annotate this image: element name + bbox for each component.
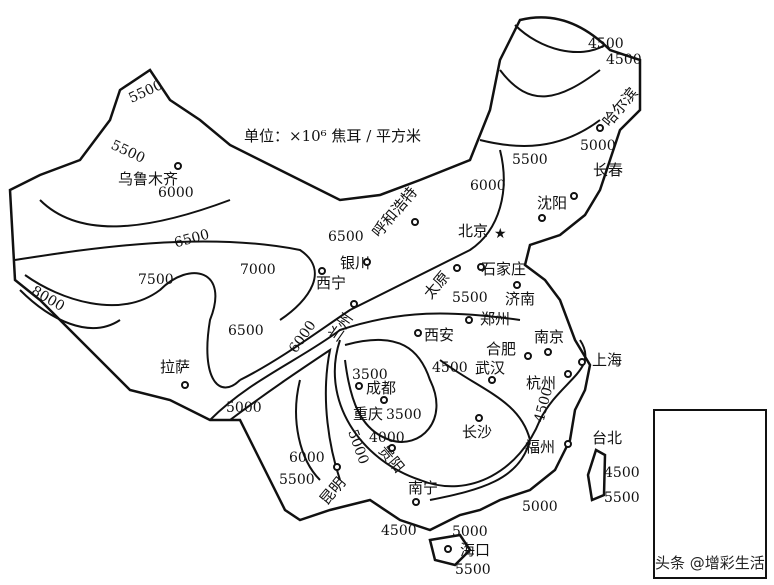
isoline-label: 5000 bbox=[226, 400, 262, 416]
isoline-label: 6500 bbox=[328, 229, 364, 245]
city-hefei: 合肥 bbox=[486, 340, 517, 358]
isoline-label: 4500 bbox=[606, 52, 642, 68]
city-changsha: 长沙 bbox=[462, 423, 493, 441]
city-fuzhou: 福州 bbox=[525, 438, 556, 456]
city-shenyang: 沈阳 bbox=[537, 194, 568, 212]
city-changchun: 长春 bbox=[593, 161, 624, 179]
city-jinan: 济南 bbox=[505, 290, 536, 308]
city-nanjing: 南京 bbox=[534, 328, 565, 346]
isoline-label: 6000 bbox=[470, 178, 506, 194]
isoline-label: 7000 bbox=[240, 262, 276, 278]
isoline-label: 5000 bbox=[580, 138, 616, 154]
isoline-label: 4500 bbox=[604, 465, 640, 481]
city-zhengzhou: 郑州 bbox=[480, 310, 511, 328]
city-urumqi: 乌鲁木齐 bbox=[118, 170, 179, 188]
isoline-label: 6000 bbox=[289, 450, 325, 466]
isoline-label: 6500 bbox=[228, 323, 264, 339]
city-shanghai: 上海 bbox=[592, 351, 623, 369]
isoline-label: 4000 bbox=[369, 430, 405, 446]
unit-label: 单位：×10⁶ 焦耳 / 平方米 bbox=[244, 127, 422, 145]
city-lhasa: 拉萨 bbox=[160, 358, 191, 376]
city-yinchuan: 银川 bbox=[340, 254, 371, 272]
isoline-label: 5500 bbox=[279, 472, 315, 488]
city-xian: 西安 bbox=[424, 326, 455, 344]
isoline-label: 3500 bbox=[352, 367, 388, 383]
isoline-label: 3500 bbox=[386, 407, 422, 423]
isoline-label: 5500 bbox=[455, 562, 491, 578]
city-chongqing: 重庆 bbox=[353, 405, 384, 423]
watermark: 头条 @增彩生活 bbox=[655, 554, 765, 572]
isoline-label: 7500 bbox=[138, 272, 174, 288]
taiwan-island bbox=[586, 448, 607, 502]
city-xining: 西宁 bbox=[316, 274, 347, 292]
isoline-label: 5500 bbox=[452, 290, 488, 306]
city-shijiazhuang: 石家庄 bbox=[481, 260, 527, 278]
isoline-label: 5500 bbox=[604, 490, 640, 506]
city-wuhan: 武汉 bbox=[475, 359, 506, 377]
isoline-label: 5500 bbox=[512, 152, 548, 168]
isoline-label: 5000 bbox=[522, 499, 558, 515]
south-china-sea-inset bbox=[653, 409, 767, 579]
isoline-label: 4500 bbox=[381, 523, 417, 539]
city-beijing: 北京 bbox=[458, 222, 489, 240]
city-taipei: 台北 bbox=[592, 429, 623, 447]
city-haikou: 海口 bbox=[460, 541, 491, 559]
isoline-label: 4500 bbox=[588, 36, 624, 52]
city-hangzhou: 杭州 bbox=[526, 374, 557, 392]
hainan-island bbox=[428, 533, 472, 567]
capital-star-icon: ★ bbox=[494, 226, 507, 242]
isoline-label: 6000 bbox=[158, 185, 194, 201]
city-nanning: 南宁 bbox=[408, 479, 439, 497]
isoline-label: 5000 bbox=[452, 524, 488, 540]
city-chengdu: 成都 bbox=[366, 379, 397, 397]
isoline-label: 4500 bbox=[432, 360, 468, 376]
